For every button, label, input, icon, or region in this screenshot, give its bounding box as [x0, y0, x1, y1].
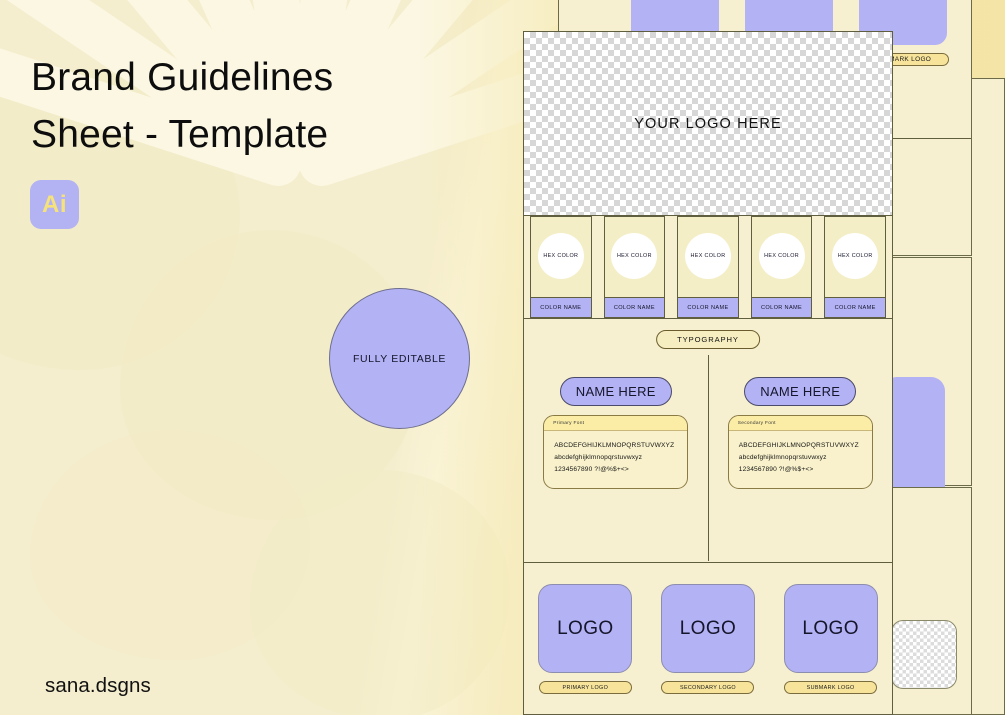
- font-specimen-card: Secondary Font ABCDEFGHIJKLMNOPQRSTUVWXY…: [727, 415, 873, 489]
- illustrator-badge: Ai: [30, 180, 79, 229]
- logo-box[interactable]: LOGO: [783, 584, 878, 673]
- brand-sheet: YOUR LOGO HERE HEX COLOR COLOR NAME HEX …: [523, 31, 893, 715]
- fully-editable-label: FULLY EDITABLE: [352, 352, 446, 365]
- font-specimen-card: Primary Font ABCDEFGHIJKLMNOPQRSTUVWXYZ …: [543, 415, 689, 489]
- color-name-bar: COLOR NAME: [825, 297, 885, 317]
- logo-caption-label: PRIMARY LOGO: [562, 684, 609, 691]
- color-name-label: COLOR NAME: [761, 304, 803, 311]
- logo-placeholder-label: YOUR LOGO HERE: [634, 115, 782, 132]
- font-specimen-glyphs: 1234567890 ?!@%$+<>: [554, 466, 629, 474]
- logo-box-label: LOGO: [557, 617, 614, 639]
- hex-color-circle: HEX COLOR: [537, 233, 584, 279]
- illustrator-badge-label: Ai: [42, 190, 67, 218]
- back-sheet-submark-label: SUBMARK LOGO: [874, 56, 932, 63]
- logo-caption-pill: PRIMARY LOGO: [538, 681, 632, 694]
- font-specimen-lowercase: abcdefghijklmnopqrstuvwxyz: [554, 454, 643, 462]
- logo-variation-secondary: LOGO SECONDARY LOGO: [660, 584, 755, 694]
- hex-color-label: HEX COLOR: [837, 253, 873, 259]
- typography-columns: NAME HERE Primary Font ABCDEFGHIJKLMNOPQ…: [524, 355, 892, 561]
- hex-color-circle: HEX COLOR: [758, 233, 805, 279]
- logo-box[interactable]: LOGO: [538, 584, 633, 673]
- typography-section-label: TYPOGRAPHY: [677, 335, 739, 344]
- hex-color-label: HEX COLOR: [616, 253, 652, 259]
- font-specimen-uppercase: ABCDEFGHIJKLMNOPQRSTUVWXYZ: [554, 442, 675, 449]
- color-name-label: COLOR NAME: [834, 304, 876, 311]
- typography-section: TYPOGRAPHY NAME HERE Primary Font ABCDEF…: [524, 319, 892, 562]
- font-specimen-body: ABCDEFGHIJKLMNOPQRSTUVWXYZ abcdefghijklm…: [544, 431, 687, 488]
- color-palette-section: HEX COLOR COLOR NAME HEX COLOR COLOR NAM…: [524, 216, 892, 318]
- logo-box-label: LOGO: [802, 617, 859, 639]
- page-title-line-1: Brand Guidelines: [31, 56, 334, 99]
- font-name-pill[interactable]: NAME HERE: [744, 377, 857, 406]
- typography-column-primary: NAME HERE Primary Font ABCDEFGHIJKLMNOPQ…: [524, 355, 708, 561]
- typography-column-secondary: NAME HERE Secondary Font ABCDEFGHIJKLMNO…: [707, 355, 893, 561]
- hex-color-circle: HEX COLOR: [832, 233, 879, 279]
- font-name-label: NAME HERE: [760, 384, 841, 399]
- back-sheet-transparent-box: [891, 620, 957, 689]
- font-specimen-title: Primary Font: [553, 420, 585, 426]
- color-swatch[interactable]: HEX COLOR COLOR NAME: [603, 216, 666, 318]
- hex-color-label: HEX COLOR: [690, 253, 726, 259]
- logo-caption-label: SECONDARY LOGO: [680, 684, 736, 691]
- logo-box-label: LOGO: [679, 617, 737, 639]
- logo-variations-section: LOGO PRIMARY LOGO LOGO SECONDARY LOGO: [524, 563, 892, 714]
- color-swatch[interactable]: HEX COLOR COLOR NAME: [750, 216, 813, 318]
- logo-caption-pill: SECONDARY LOGO: [661, 681, 755, 694]
- font-specimen-body: ABCDEFGHIJKLMNOPQRSTUVWXYZ abcdefghijklm…: [729, 431, 872, 488]
- logo-caption-label: SUBMARK LOGO: [806, 684, 855, 691]
- logo-box[interactable]: LOGO: [660, 584, 755, 673]
- font-name-pill[interactable]: NAME HERE: [559, 377, 672, 406]
- hex-color-label: HEX COLOR: [543, 253, 579, 259]
- typography-section-pill: TYPOGRAPHY: [656, 330, 760, 349]
- logo-variation-primary: LOGO PRIMARY LOGO: [538, 584, 633, 694]
- color-swatch[interactable]: HEX COLOR COLOR NAME: [824, 216, 886, 318]
- logo-caption-pill: SUBMARK LOGO: [784, 681, 878, 694]
- logo-variations-row: LOGO PRIMARY LOGO LOGO SECONDARY LOGO: [524, 584, 892, 694]
- fully-editable-badge: FULLY EDITABLE: [329, 288, 470, 429]
- color-name-bar: COLOR NAME: [604, 297, 665, 317]
- color-name-bar: COLOR NAME: [531, 297, 591, 317]
- font-name-label: NAME HERE: [575, 384, 656, 399]
- page-title-line-2: Sheet - Template: [31, 112, 329, 156]
- hex-color-circle: HEX COLOR: [684, 233, 731, 279]
- logo-variation-submark: LOGO SUBMARK LOGO: [783, 584, 878, 694]
- color-swatch[interactable]: HEX COLOR COLOR NAME: [677, 216, 739, 318]
- back-sheet-purple-box: [883, 377, 945, 508]
- color-name-label: COLOR NAME: [613, 304, 655, 311]
- logo-placeholder-area[interactable]: YOUR LOGO HERE: [524, 32, 892, 215]
- color-name-label: COLOR NAME: [540, 304, 582, 311]
- page-title: Brand Guidelines Sheet - Template: [31, 50, 481, 163]
- font-specimen-glyphs: 1234567890 ?!@%$+<>: [738, 466, 814, 474]
- color-name-bar: COLOR NAME: [678, 297, 738, 317]
- rule-below-typography: [524, 562, 892, 563]
- brand-credit: sana.dsgns: [45, 674, 151, 697]
- font-specimen-title-bar: Secondary Font: [728, 416, 872, 431]
- font-specimen-uppercase: ABCDEFGHIJKLMNOPQRSTUVWXYZ: [738, 442, 859, 449]
- hex-color-circle: HEX COLOR: [611, 233, 658, 279]
- hex-color-label: HEX COLOR: [764, 253, 800, 259]
- rule-below-palette: [524, 318, 892, 319]
- color-name-bar: COLOR NAME: [751, 297, 812, 317]
- font-specimen-lowercase: abcdefghijklmnopqrstuvwxyz: [738, 454, 827, 462]
- font-specimen-title: Secondary Font: [737, 420, 776, 426]
- font-specimen-title-bar: Primary Font: [544, 416, 688, 431]
- rule-below-logo: [524, 215, 892, 216]
- color-swatch[interactable]: HEX COLOR COLOR NAME: [530, 216, 592, 318]
- color-name-label: COLOR NAME: [687, 304, 729, 311]
